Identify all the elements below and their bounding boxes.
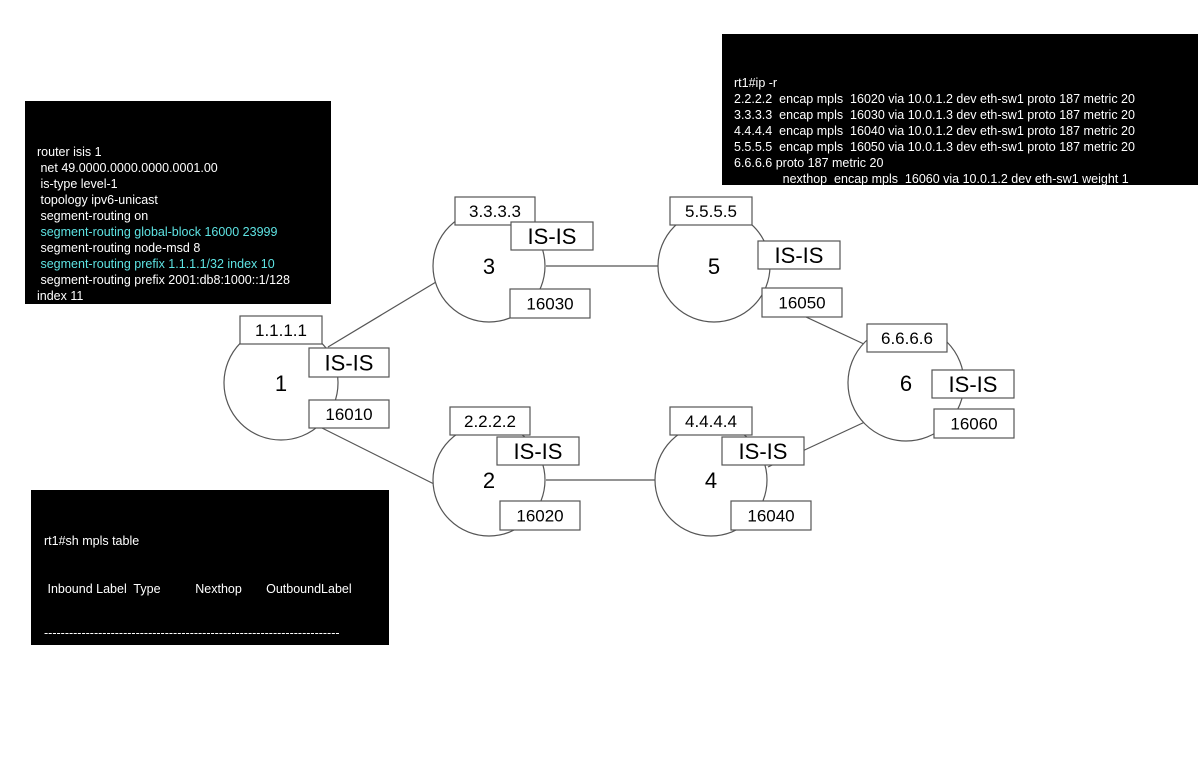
- sr-label-box: [509, 288, 591, 319]
- loopback-ip-label-box: [669, 196, 753, 226]
- ip-route-entry: nexthop encap mpls 16060 via 10.0.1.3 de…: [734, 188, 1129, 202]
- link-1-3: [327, 281, 437, 348]
- sr-label: 16040: [747, 507, 794, 526]
- router-id: 2: [483, 468, 495, 493]
- ip-route-entry: 3.3.3.3 encap mpls 16030 via 10.0.1.3 de…: [734, 108, 1135, 122]
- isis-config-line: !: [37, 305, 41, 319]
- isis-config-line: is-type level-1: [37, 177, 118, 191]
- protocol-label-box: [757, 240, 841, 270]
- protocol-label: IS-IS: [325, 351, 374, 376]
- sr-label-box: [761, 287, 843, 318]
- router-node-4: 4 4.4.4.4IS-IS 16040: [654, 406, 812, 537]
- mpls-table-row: 16040 SR (IS-IS) 10.0.1.2 16040: [44, 710, 275, 724]
- network-diagram: 11.1.1.1IS-IS1601022.2.2.2IS-IS1602033.3…: [223, 196, 1015, 537]
- mpls-table-row: 16060 SR (IS-IS) 10.0.1.2 16060: [44, 742, 275, 756]
- loopback-ip-label: 3.3.3.3: [469, 202, 521, 221]
- mpls-table-rows: 16020 SR (IS-IS) 10.0.1.2 16020 16030 SR …: [44, 677, 389, 757]
- link-1-2: [315, 424, 441, 488]
- mpls-table-title: rt1#sh mpls table: [44, 534, 140, 548]
- protocol-label-box: [510, 221, 594, 251]
- ip-route-entry: 4.4.4.4 encap mpls 16040 via 10.0.1.2 de…: [734, 124, 1135, 138]
- isis-config-line: segment-routing on: [37, 209, 149, 223]
- sr-label: 16020: [516, 507, 563, 526]
- loopback-ip-label: 4.4.4.4: [685, 412, 737, 431]
- loopback-ip-label: 6.6.6.6: [881, 329, 933, 348]
- protocol-label: IS-IS: [739, 439, 788, 464]
- ip-route-lines: rt1#ip -r 2.2.2.2 encap mpls 16020 via 10…: [734, 75, 1198, 203]
- sr-label: 16060: [950, 415, 997, 434]
- isis-config-line: segment-routing prefix 1.1.1.1/32 index …: [37, 257, 275, 271]
- loopback-ip-label: 2.2.2.2: [464, 412, 516, 431]
- loopback-ip-label-box: [449, 406, 531, 436]
- loopback-ip-label-box: [866, 323, 948, 353]
- router-id: 4: [705, 468, 717, 493]
- router-node-2: 2 2.2.2.2IS-IS 16020: [432, 406, 581, 537]
- ip-route-entry: 6.6.6.6 proto 187 metric 20: [734, 156, 884, 170]
- sr-label-box: [730, 500, 812, 531]
- isis-config-line: segment-routing prefix 2001:db8:1000::1/…: [37, 273, 290, 287]
- loopback-ip-label: 1.1.1.1: [255, 321, 307, 340]
- mpls-table-row: 16020 SR (IS-IS) 10.0.1.2 16020: [44, 678, 275, 692]
- sr-label-box: [933, 408, 1015, 439]
- router-id: 6: [900, 371, 912, 396]
- ip-route-entry: 5.5.5.5 encap mpls 16050 via 10.0.1.3 de…: [734, 140, 1135, 154]
- mpls-table-row: 16050 SR (IS-IS) 10.0.1.3 16050: [44, 726, 275, 740]
- router-id: 3: [483, 254, 495, 279]
- mpls-table-separator: ----------------------------------------…: [44, 629, 340, 639]
- isis-config-panel: router isis 1 net 49.0000.0000.0000.0001…: [25, 101, 331, 319]
- router-node-5: 5 5.5.5.5IS-IS 16050: [657, 196, 843, 323]
- protocol-label-box: [308, 347, 390, 378]
- router-id: 5: [708, 254, 720, 279]
- router-node-1: 1 1.1.1.1IS-IS 16010: [223, 315, 390, 441]
- protocol-label: IS-IS: [528, 224, 577, 249]
- protocol-label-box: [931, 369, 1015, 399]
- protocol-label: IS-IS: [775, 243, 824, 268]
- mpls-table-row: 16030 SR (IS-IS) 10.0.1.3 16030: [44, 694, 275, 708]
- loopback-ip-label: 5.5.5.5: [685, 202, 737, 221]
- protocol-label: IS-IS: [949, 372, 998, 397]
- protocol-label: IS-IS: [514, 439, 563, 464]
- ip-route-command: rt1#ip -r: [734, 76, 778, 90]
- isis-config-line: net 49.0000.0000.0000.0001.00: [37, 161, 218, 175]
- isis-config-line: topology ipv6-unicast: [37, 193, 158, 207]
- sr-label: 16050: [778, 294, 825, 313]
- isis-config-line: router isis 1: [37, 145, 102, 159]
- loopback-ip-label-box: [669, 406, 753, 436]
- mpls-table-header: Inbound Label Type Nexthop OutboundLabel: [44, 582, 352, 596]
- sr-label: 16010: [325, 405, 372, 424]
- ip-route-entry: 2.2.2.2 encap mpls 16020 via 10.0.1.2 de…: [734, 92, 1135, 106]
- sr-label-box: [499, 500, 581, 531]
- ip-route-entry: nexthop encap mpls 16060 via 10.0.1.2 de…: [734, 172, 1129, 186]
- isis-config-lines: router isis 1 net 49.0000.0000.0000.0001…: [37, 144, 331, 320]
- isis-config-line: segment-routing node-msd 8: [37, 241, 201, 255]
- loopback-ip-label-box: [454, 196, 536, 226]
- protocol-label-box: [721, 436, 805, 466]
- loopback-ip-label-box: [239, 315, 323, 345]
- sr-label-box: [308, 399, 390, 429]
- protocol-label-box: [496, 436, 580, 466]
- router-id: 1: [275, 371, 287, 396]
- router-node-3: 3 3.3.3.3IS-IS 16030: [432, 196, 594, 323]
- sr-label: 16030: [526, 295, 573, 314]
- isis-config-line: index 11: [37, 289, 84, 303]
- isis-config-line: segment-routing global-block 16000 23999: [37, 225, 278, 239]
- router-node-6: 6 6.6.6.6IS-IS 16060: [847, 323, 1015, 442]
- ip-route-panel: rt1#ip -r 2.2.2.2 encap mpls 16020 via 10…: [722, 34, 1198, 202]
